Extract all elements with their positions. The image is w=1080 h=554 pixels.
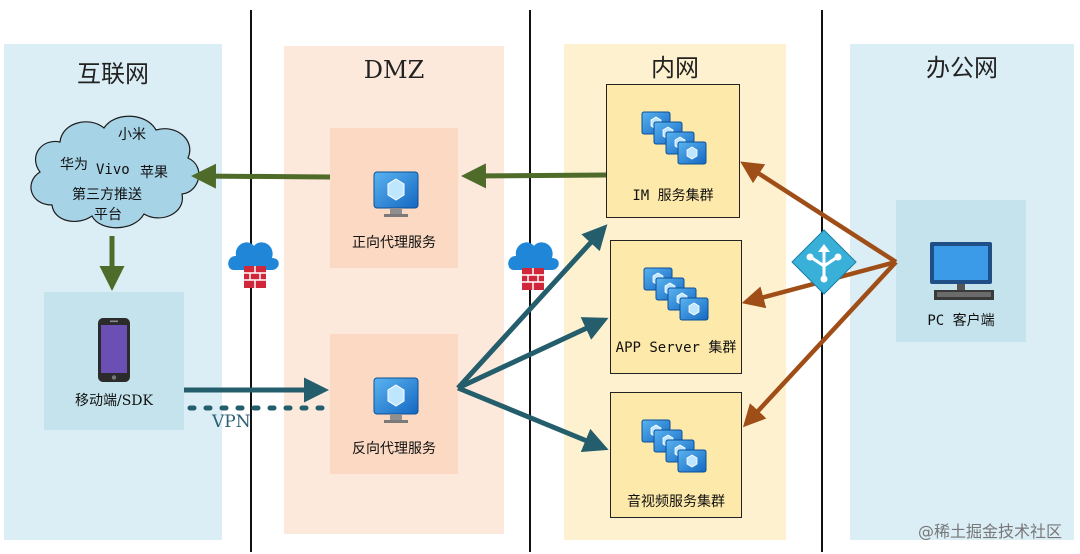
cloud-label-third-party: 第三方推送 [72,187,142,203]
zone-dmz-title: DMZ [363,56,425,84]
arrow-pc-to-im [740,161,898,264]
zone-intranet-title: 内网 [651,54,699,82]
cloud-icon [30,115,200,229]
cloud-label-xiaomi: 小米 [118,127,146,143]
zone-internet-title: 互联网 [77,60,149,88]
arrow-reverse-to-im [456,224,608,390]
cloud-label-apple: 苹果 [140,165,168,181]
phone-icon [98,318,130,382]
server-cluster-icon [642,112,706,164]
vpn-label: VPN [212,412,251,432]
av-cluster-label: 音视频服务集群 [627,494,725,510]
watermark: @稀土掘金技术社区 [917,522,1062,541]
cloud-label-vivo: Vivo [96,162,130,178]
server-icon [373,171,419,217]
arrow-reverse-to-app [456,317,609,391]
server-cluster-icon [642,420,706,472]
cloud-label-huawei: 华为 [60,157,88,173]
reverse-proxy-label: 反向代理服务 [352,441,436,457]
server-cluster-icon [644,268,708,320]
mobile-sdk-label: 移动端/SDK [75,393,153,409]
arrow-im-to-forward [461,163,607,189]
forward-proxy-label: 正向代理服务 [352,235,436,251]
cloud-label-platform: 平台 [94,207,122,223]
arrow-reverse-to-av [457,385,609,452]
im-cluster-label: IM 服务集群 [632,188,714,204]
firewall-icon [228,242,279,288]
arrow-forward-to-cloud [191,163,331,189]
pc-client-label: PC 客户端 [927,313,995,329]
load-balancer-icon [791,229,857,295]
zone-office-title: 办公网 [926,54,998,82]
pc-icon [930,242,994,300]
server-icon [373,377,419,423]
arrow-pc-to-av [742,260,898,428]
firewall-icon [508,242,559,290]
app-server-label: APP Server 集群 [615,340,737,356]
